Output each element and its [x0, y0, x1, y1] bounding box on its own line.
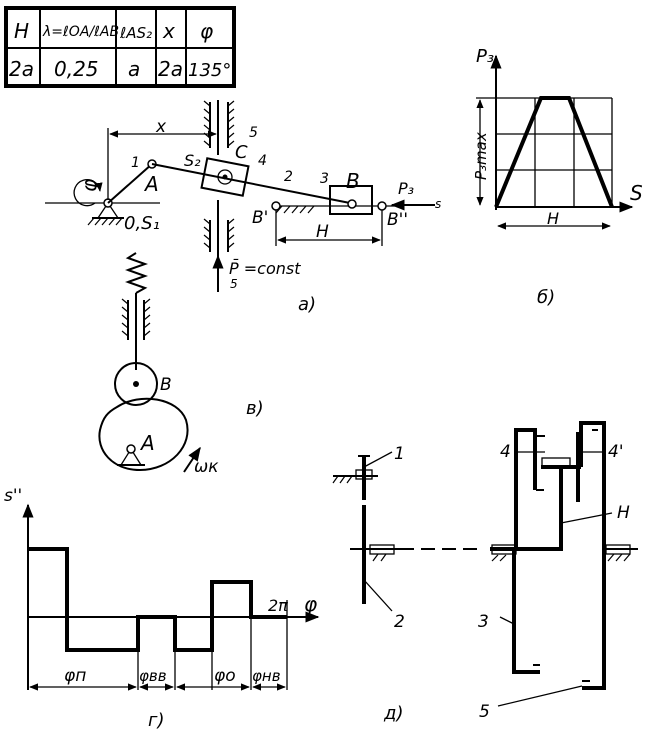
- label-s2: S₂: [184, 151, 201, 170]
- label-phi: φ: [77, 179, 101, 192]
- caption-a: a): [298, 294, 316, 315]
- crank-link: [107, 163, 153, 204]
- label-link-1: 1: [131, 155, 140, 171]
- cam-pivot: [126, 444, 136, 454]
- force-trapezoid: [494, 96, 614, 208]
- table-header-phi: φ: [200, 19, 213, 43]
- label-roller-b: B: [160, 375, 172, 395]
- position-b1: [271, 201, 281, 211]
- label-cam-a: A: [139, 431, 155, 455]
- carrier-arm-right: [579, 421, 606, 549]
- carrier-arm-left: [514, 428, 537, 549]
- caption-g: г): [148, 710, 164, 730]
- mechanism-diagram: x φ 1 A S₂ C 5 4 2 3 B P₃ s 0,S₁ B' H B'…: [45, 100, 441, 315]
- label-link-3: 3: [320, 171, 329, 187]
- slider-c: [200, 157, 250, 197]
- ring-gear-3: [490, 547, 540, 674]
- table-value-phi: 135°: [188, 60, 231, 81]
- label-x: x: [155, 117, 167, 137]
- table-header-las2: ℓAS₂: [119, 24, 152, 42]
- force-x-label: S: [630, 181, 643, 205]
- label-p5-sub: 5: [230, 277, 238, 291]
- caption-d: д): [383, 703, 403, 724]
- label-gear-2: 2: [394, 612, 405, 632]
- label-s: s: [435, 197, 441, 211]
- accel-curve: [28, 547, 287, 652]
- label-phi-p: φп: [64, 666, 86, 686]
- label-link-5: 5: [249, 125, 258, 141]
- label-a: A: [143, 172, 159, 196]
- cam-rotation-arrow: [183, 446, 201, 473]
- label-phi-o: φо: [214, 666, 236, 686]
- label-b-prime: B': [252, 208, 268, 228]
- gear-train: 1 2 3 4 4' H 5 д): [332, 421, 638, 724]
- accel-y-label: s'': [4, 486, 22, 506]
- position-b2: [377, 201, 387, 211]
- connecting-rod: [151, 163, 351, 204]
- carrier-h: [516, 465, 581, 551]
- force-pmax-label: P₃max: [472, 132, 490, 180]
- label-phi-vv: φвв: [139, 667, 167, 685]
- table-header-x: x: [162, 19, 175, 43]
- label-carrier-h: H: [617, 503, 630, 523]
- label-c: C: [235, 142, 248, 163]
- label-gear-4-prime: 4': [608, 442, 624, 462]
- label-omega: ωк: [194, 457, 219, 477]
- joint-c: [217, 169, 233, 185]
- satellite-4: [541, 457, 571, 469]
- force-diagram: P₃ P₃max S H б): [472, 46, 643, 308]
- label-b: B: [346, 169, 360, 193]
- follower-roller: [114, 362, 158, 406]
- label-h: H: [316, 222, 329, 242]
- table-header-h: H: [14, 19, 29, 43]
- label-gear-5: 5: [479, 702, 490, 722]
- label-link-2: 2: [284, 169, 293, 185]
- table-value-las2: a: [128, 57, 140, 81]
- label-p3: P₃: [398, 179, 414, 198]
- caption-b: б): [537, 287, 555, 308]
- label-p5: P̄ =const: [229, 259, 301, 278]
- label-phi-nv: φнв: [252, 667, 281, 685]
- parameter-table: H λ=ℓOA/ℓAB ℓAS₂ x φ 2a 0,25 a 2a 135°: [4, 6, 236, 88]
- label-b-double-prime: B'': [387, 210, 408, 230]
- gear-5: [582, 549, 606, 690]
- slider-b: [329, 185, 373, 215]
- table-value-x: 2a: [158, 57, 183, 81]
- spring: [124, 252, 149, 294]
- acceleration-diagram: s'' 2π φ φп φвв φо φнв г): [4, 486, 320, 730]
- table-header-lambda: λ=ℓOA/ℓAB: [42, 24, 119, 40]
- label-gear-1: 1: [394, 444, 405, 464]
- label-link-4: 4: [258, 153, 267, 169]
- cam-profile: [98, 397, 189, 472]
- accel-twopi-label: 2π: [268, 596, 288, 615]
- caption-v: в): [246, 398, 264, 419]
- table-value-h: 2a: [9, 57, 34, 81]
- angle-phi-arc: [73, 179, 103, 207]
- label-gear-3: 3: [478, 612, 489, 632]
- cam-mechanism: B A ωк в): [98, 252, 264, 477]
- joint-b: [347, 199, 357, 209]
- label-o-s1: 0,S₁: [124, 213, 160, 234]
- label-gear-4: 4: [500, 442, 511, 462]
- table-value-lambda: 0,25: [54, 57, 99, 81]
- accel-x-label: φ: [304, 592, 317, 616]
- force-grid: [496, 97, 613, 207]
- force-h-label: H: [547, 209, 559, 228]
- force-y-label: P₃: [476, 46, 494, 67]
